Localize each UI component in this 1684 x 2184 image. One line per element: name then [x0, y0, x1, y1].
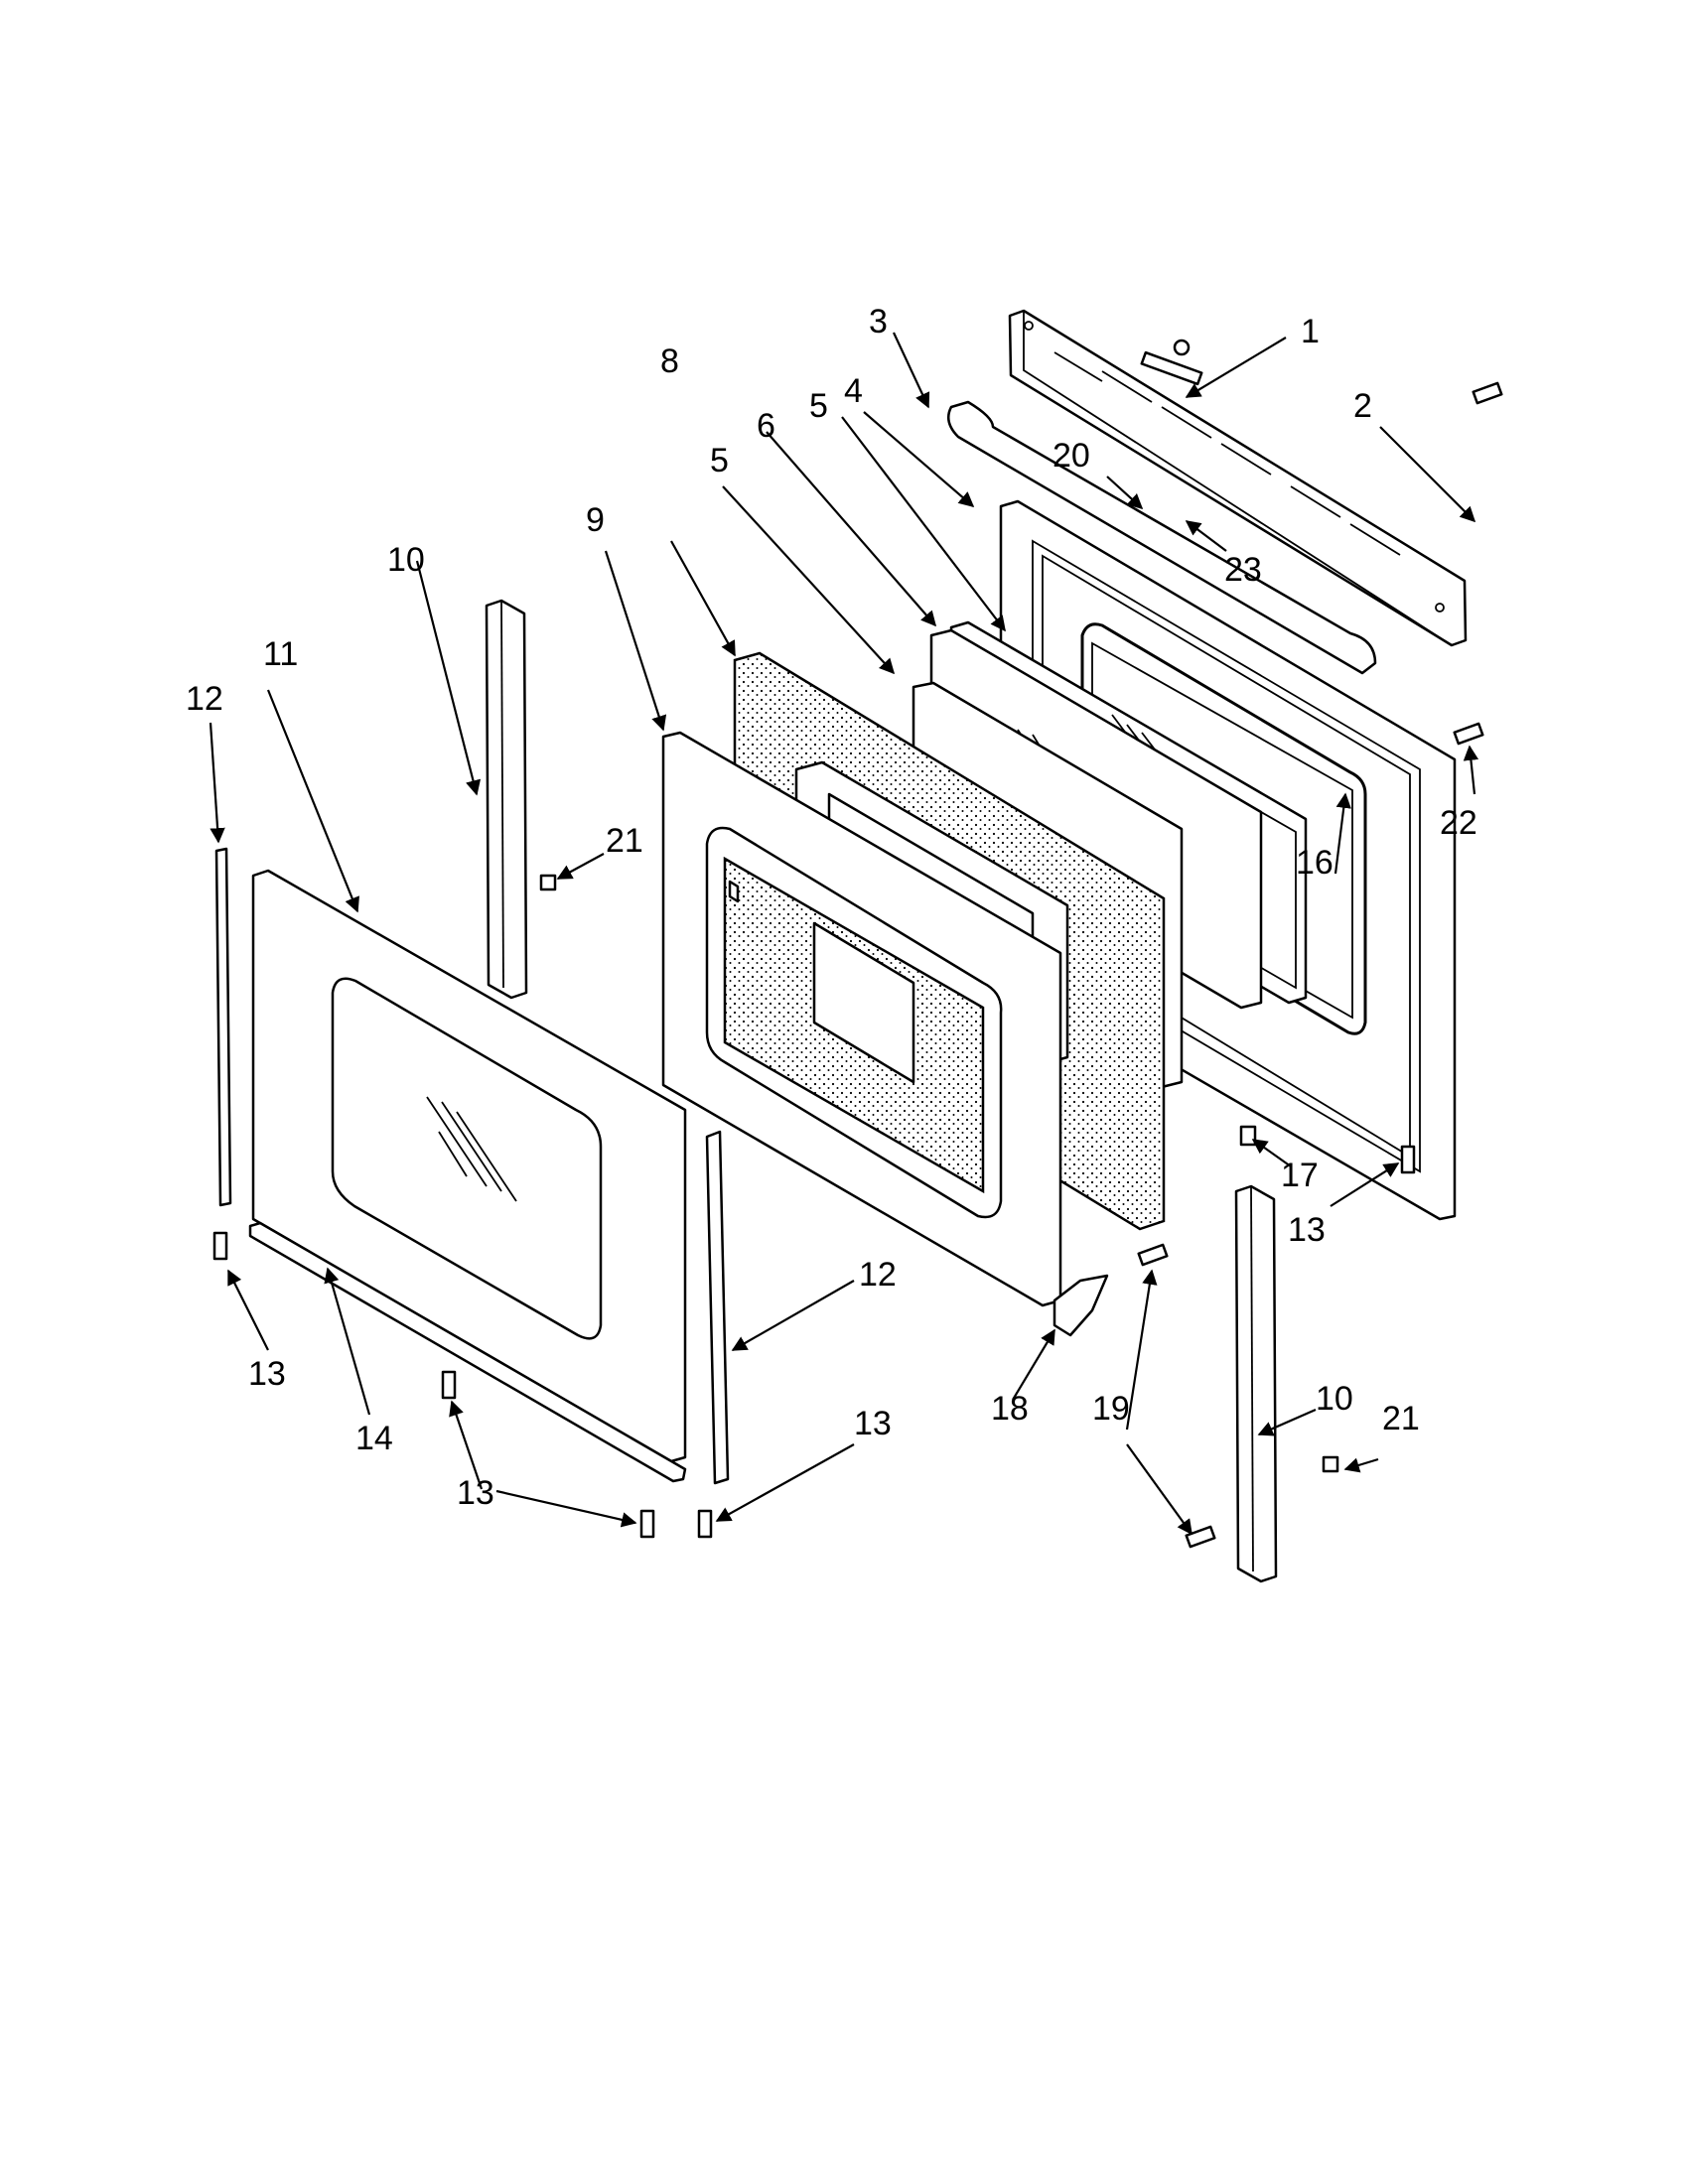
callout-16: 16	[1296, 844, 1333, 882]
callout-9: 9	[586, 501, 605, 539]
callout-21-left: 21	[606, 822, 643, 860]
callout-13-right: 13	[854, 1405, 892, 1442]
door-liner	[661, 731, 1062, 1307]
callout-4: 4	[844, 372, 863, 410]
callout-18: 18	[991, 1390, 1029, 1428]
bottom-door-trim	[248, 1221, 687, 1483]
callout-2: 2	[1353, 387, 1372, 425]
screw-13-e	[1400, 1145, 1416, 1174]
callout-13-far-right: 13	[1288, 1211, 1326, 1249]
screw-22	[1453, 722, 1484, 746]
clip-17	[1239, 1125, 1257, 1147]
screw-19-lower	[1185, 1525, 1216, 1549]
hinge-right	[1234, 1184, 1278, 1583]
callout-21-right: 21	[1382, 1400, 1420, 1437]
callout-labels: 1 2 3 4 5 6 5 8 9 10 11 12 13 14 13 12 1…	[186, 303, 1477, 1512]
side-trim-left	[214, 847, 232, 1207]
callout-10-right: 10	[1316, 1380, 1353, 1418]
callout-3: 3	[869, 303, 888, 341]
callout-20: 20	[1052, 437, 1090, 475]
callout-12-right: 12	[859, 1256, 897, 1294]
screw-19-upper	[1137, 1243, 1169, 1267]
screw-13-d	[697, 1509, 713, 1539]
callout-13-bottom: 13	[457, 1474, 494, 1512]
vent-trim	[946, 400, 1377, 675]
clip-21-right	[1322, 1455, 1339, 1473]
callout-5-lower: 5	[710, 442, 729, 479]
door-bracket	[1052, 1274, 1109, 1337]
screw-13-b	[441, 1370, 457, 1400]
callout-5-upper: 5	[809, 387, 828, 425]
callout-1: 1	[1301, 313, 1320, 350]
callout-17: 17	[1281, 1157, 1319, 1194]
outer-door-panel	[251, 869, 687, 1463]
clip-21-left	[539, 874, 557, 891]
callout-13-left: 13	[248, 1355, 286, 1393]
callout-22: 22	[1440, 804, 1477, 842]
side-trim-right	[705, 1130, 730, 1485]
leader-lines	[209, 332, 1479, 1536]
callout-11: 11	[263, 635, 298, 673]
screw-2	[1472, 381, 1503, 405]
screw-13-a	[212, 1231, 228, 1261]
callout-14: 14	[355, 1420, 393, 1457]
callout-12-left: 12	[186, 680, 223, 718]
callout-6: 6	[757, 407, 775, 445]
callout-8: 8	[660, 342, 679, 380]
screw-13-c	[639, 1509, 655, 1539]
part-20	[1140, 350, 1203, 386]
hinge-left	[485, 599, 528, 1000]
callout-19: 19	[1092, 1390, 1130, 1428]
screw-23	[1173, 339, 1191, 356]
callout-23: 23	[1224, 551, 1262, 589]
callout-10-left: 10	[387, 541, 425, 579]
control-panel-trim	[1008, 309, 1468, 647]
